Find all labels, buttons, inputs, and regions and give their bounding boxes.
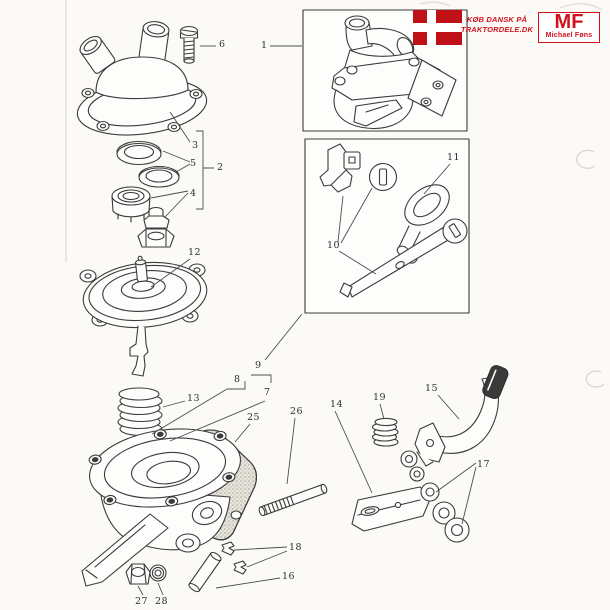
leader-17 xyxy=(435,462,477,525)
sealing-rings-part xyxy=(116,140,180,188)
callout-27: 27 xyxy=(135,596,149,607)
leader-4 xyxy=(150,190,189,218)
callout-25: 25 xyxy=(247,412,261,423)
filter-valve-parts xyxy=(111,186,175,248)
leader-12 xyxy=(150,258,191,288)
lever-kit-drawing xyxy=(319,143,468,298)
mf-logo-initials: MF xyxy=(554,11,584,33)
callout-19: 19 xyxy=(373,392,387,403)
slogan-line-1: KØB DANSK PÅ xyxy=(466,15,528,24)
leader-5 xyxy=(162,150,191,173)
callout-12: 12 xyxy=(188,247,202,258)
assembled-pump-drawing xyxy=(331,15,457,129)
leader-26 xyxy=(286,417,296,485)
callout-3: 3 xyxy=(192,140,199,151)
leader-13 xyxy=(162,400,186,408)
callout-18: 18 xyxy=(289,542,303,553)
callout-7: 7 xyxy=(264,387,271,398)
leader-18 xyxy=(233,546,288,568)
callout-28: 28 xyxy=(155,596,169,607)
leader-3 xyxy=(169,111,191,143)
callout-13: 13 xyxy=(187,393,201,404)
leader-11 xyxy=(423,163,451,195)
leader-16 xyxy=(215,577,281,589)
callout-2: 2 xyxy=(217,162,224,173)
callout-15: 15 xyxy=(425,383,439,394)
leader-27 xyxy=(137,585,144,596)
callout-14: 14 xyxy=(330,399,344,410)
bracket-9 xyxy=(251,374,272,383)
callout-11: 11 xyxy=(447,152,461,163)
leader-25 xyxy=(234,423,251,443)
bracket-8 xyxy=(227,381,246,390)
callout-1: 1 xyxy=(261,40,268,51)
upper-cover-part xyxy=(76,21,208,136)
leader-lines xyxy=(137,45,477,596)
leader-19 xyxy=(379,403,385,420)
callout-6: 6 xyxy=(219,39,226,50)
callout-4: 4 xyxy=(190,188,197,199)
callout-8: 8 xyxy=(234,374,241,385)
leader-28 xyxy=(157,582,164,596)
bracket-2 xyxy=(196,130,214,210)
diaphragm-part xyxy=(79,255,208,377)
priming-lever-part xyxy=(414,365,509,467)
pump-body-part xyxy=(81,428,241,587)
leader-10 xyxy=(337,187,377,275)
stud-part xyxy=(258,483,328,517)
callout-5: 5 xyxy=(190,158,197,169)
mf-logo-name: Michael Føns xyxy=(545,32,593,39)
screw-part xyxy=(179,25,199,64)
scan-artifacts xyxy=(65,0,605,388)
leader-9 xyxy=(264,313,303,361)
callout-26: 26 xyxy=(290,406,304,417)
leader-15 xyxy=(437,394,460,420)
link-pin-part xyxy=(188,551,222,593)
slogan-line-2: TRAKTORDELE.DK xyxy=(460,25,534,35)
fork-lever-part xyxy=(351,450,470,543)
flag-cross-horizontal xyxy=(413,23,462,32)
danish-flag-icon xyxy=(413,10,462,45)
small-spring-part xyxy=(371,417,399,447)
return-spring-part xyxy=(117,387,163,437)
brand-slogan: KØB DANSK PÅ TRAKTORDELE.DK xyxy=(458,15,536,35)
leader-14 xyxy=(334,410,373,494)
leader-8 xyxy=(151,388,228,435)
callout-16: 16 xyxy=(282,571,296,582)
retaining-clips-parts xyxy=(221,541,247,575)
callout-17: 17 xyxy=(477,459,491,470)
nut-washer-parts xyxy=(125,563,167,585)
mf-logo: MF Michael Føns xyxy=(538,12,600,43)
leader-7 xyxy=(169,400,266,442)
callout-10: 10 xyxy=(327,240,341,251)
callout-9: 9 xyxy=(255,360,262,371)
